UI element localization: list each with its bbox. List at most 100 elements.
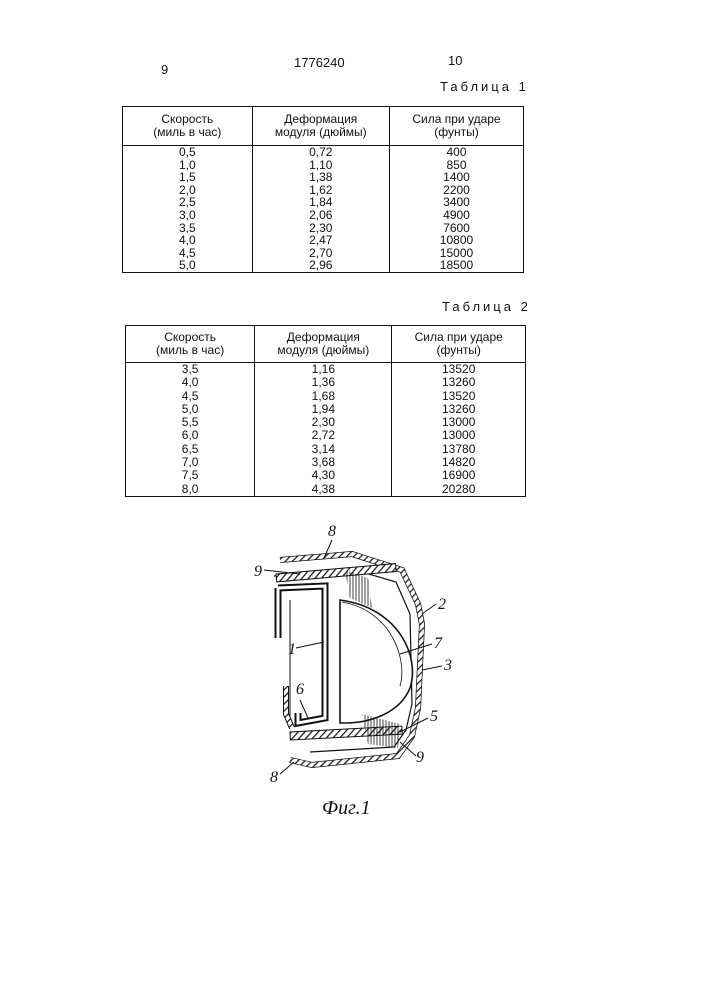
header-line: Деформация [287, 330, 360, 344]
header-line: (фунты) [436, 343, 480, 357]
header-line: (миль в час) [156, 343, 224, 357]
speed-cell: 5,0 [123, 259, 253, 272]
label-5: 5 [430, 708, 438, 725]
force-cell: 4900 [389, 209, 523, 222]
force-cell: 13520 [392, 390, 526, 403]
table-row: 3,51,1613520 [126, 363, 526, 377]
page-number-right: 10 [448, 53, 462, 68]
table2-body: 3,51,16135204,01,36132604,51,68135205,01… [126, 363, 526, 497]
table2-header-row: Скорость(миль в час) Деформациямодуля (д… [126, 326, 526, 363]
header-line: Деформация [284, 112, 357, 126]
deformation-cell: 3,14 [255, 443, 392, 456]
label-7: 7 [434, 635, 443, 652]
force-cell: 20280 [392, 483, 526, 497]
speed-cell: 7,5 [126, 469, 255, 482]
label-9-top: 9 [254, 563, 262, 580]
table-row: 8,04,3820280 [126, 483, 526, 497]
header-line: Сила при ударе [415, 330, 503, 344]
deformation-cell: 1,38 [252, 171, 389, 184]
force-cell: 13260 [392, 376, 526, 389]
header-line: Сила при ударе [412, 112, 500, 126]
label-1: 1 [288, 641, 296, 658]
table-row: 7,03,6814820 [126, 456, 526, 469]
speed-cell: 7,0 [126, 456, 255, 469]
force-cell: 400 [389, 146, 523, 159]
table1-header-speed: Скорость(миль в час) [123, 107, 253, 146]
speed-cell: 4,0 [126, 376, 255, 389]
deformation-cell: 0,72 [252, 146, 389, 159]
patent-number: 1776240 [294, 55, 345, 70]
force-cell: 16900 [392, 469, 526, 482]
speed-cell: 8,0 [126, 483, 255, 497]
table1-header-force: Сила при ударе(фунты) [389, 107, 523, 146]
table1-body: 0,50,724001,01,108501,51,3814002,01,6222… [123, 146, 524, 273]
figure-caption: Фиг.1 [322, 797, 371, 819]
table-row: 5,01,9413260 [126, 403, 526, 416]
page-number-left: 9 [161, 62, 168, 77]
table-row: 5,02,9618500 [123, 259, 524, 272]
speed-cell: 4,0 [123, 234, 253, 247]
speed-cell: 1,5 [123, 171, 253, 184]
table-row: 1,51,381400 [123, 171, 524, 184]
speed-cell: 4,5 [126, 390, 255, 403]
deformation-cell: 2,96 [252, 259, 389, 272]
bumper-cross-section-figure: 8 9 2 1 7 3 6 5 9 8 Фиг.1 [250, 518, 490, 828]
deformation-cell: 1,94 [255, 403, 392, 416]
label-6: 6 [296, 681, 304, 698]
table-row: 7,54,3016900 [126, 469, 526, 482]
force-cell: 14820 [392, 456, 526, 469]
force-cell: 1400 [389, 171, 523, 184]
header-line: Скорость [164, 330, 216, 344]
table2-header-speed: Скорость(миль в час) [126, 326, 255, 363]
speed-cell: 0,5 [123, 146, 253, 159]
speed-cell: 3,0 [123, 209, 253, 222]
table2-header-deformation: Деформациямодуля (дюймы) [255, 326, 392, 363]
force-cell: 18500 [389, 259, 523, 272]
deformation-cell: 2,72 [255, 429, 392, 442]
table-row: 3,02,064900 [123, 209, 524, 222]
deformation-cell: 4,30 [255, 469, 392, 482]
table2-caption: Таблица 2 [442, 299, 531, 314]
deformation-cell: 3,68 [255, 456, 392, 469]
header-line: (фунты) [434, 125, 478, 139]
table-row: 6,02,7213000 [126, 429, 526, 442]
label-9-bottom: 9 [416, 749, 424, 766]
force-cell: 13520 [392, 363, 526, 377]
deformation-cell: 1,16 [255, 363, 392, 377]
table-row: 4,02,4710800 [123, 234, 524, 247]
c-channel-rail [278, 586, 325, 728]
table1-caption: Таблица 1 [440, 79, 529, 94]
speed-cell: 3,5 [126, 363, 255, 377]
deformation-cell: 4,38 [255, 483, 392, 497]
header-line: модуля (дюймы) [277, 343, 369, 357]
table1: Скорость(миль в час) Деформациямодуля (д… [122, 106, 524, 273]
force-cell: 13000 [392, 429, 526, 442]
table1-header-deformation: Деформациямодуля (дюймы) [252, 107, 389, 146]
table2: Скорость(миль в час) Деформациямодуля (д… [125, 325, 526, 497]
energy-absorber-dome [340, 600, 412, 723]
force-cell: 13260 [392, 403, 526, 416]
force-cell: 13000 [392, 416, 526, 429]
header-line: (миль в час) [153, 125, 221, 139]
header-line: модуля (дюймы) [275, 125, 367, 139]
force-cell: 13780 [392, 443, 526, 456]
table-row: 6,53,1413780 [126, 443, 526, 456]
deformation-cell: 1,68 [255, 390, 392, 403]
speed-cell: 6,0 [126, 429, 255, 442]
deformation-cell: 2,47 [252, 234, 389, 247]
label-8-top: 8 [328, 523, 336, 540]
header-line: Скорость [161, 112, 213, 126]
table-row: 4,01,3613260 [126, 376, 526, 389]
force-cell: 10800 [389, 234, 523, 247]
speed-cell: 5,5 [126, 416, 255, 429]
table2-header-force: Сила при ударе(фунты) [392, 326, 526, 363]
label-3: 3 [443, 657, 452, 674]
deformation-cell: 2,30 [255, 416, 392, 429]
table-row: 5,52,3013000 [126, 416, 526, 429]
deformation-cell: 1,36 [255, 376, 392, 389]
deformation-cell: 2,06 [252, 209, 389, 222]
table-row: 0,50,72400 [123, 146, 524, 159]
speed-cell: 6,5 [126, 443, 255, 456]
label-2: 2 [438, 596, 446, 613]
speed-cell: 5,0 [126, 403, 255, 416]
